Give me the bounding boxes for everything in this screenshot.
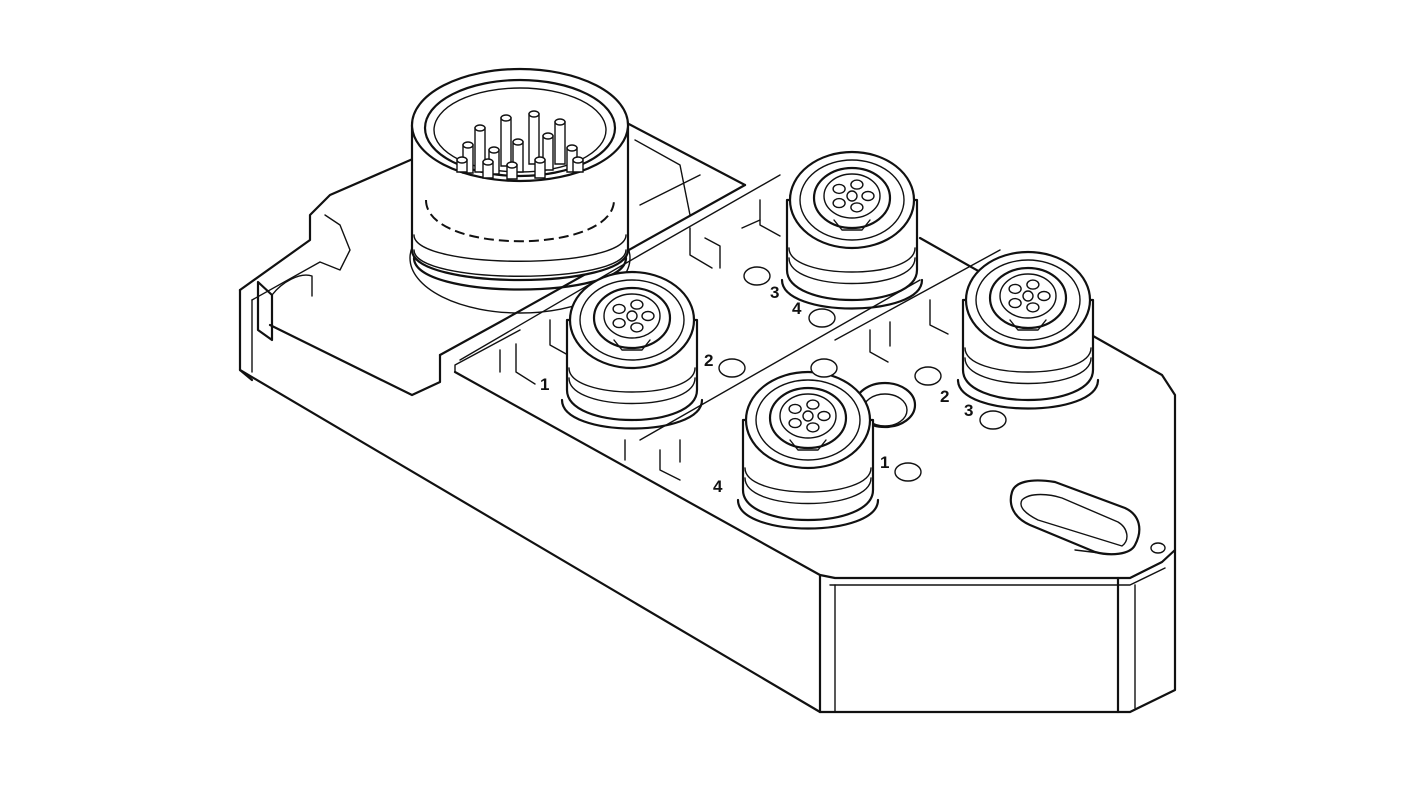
- port-1-label-b: 4: [792, 299, 802, 318]
- m23-male-multipin-connector-icon: [409, 67, 631, 314]
- port-4: 1 4: [713, 358, 922, 530]
- port-1: 3 4: [743, 150, 924, 328]
- port-2-label-a: 2: [704, 351, 713, 370]
- port-3: 2 3: [914, 250, 1100, 430]
- port-1-label-a: 3: [770, 283, 779, 302]
- port-2: 2 1: [540, 270, 746, 430]
- m12-female-socket-icon: [736, 370, 880, 530]
- port-group: 3 4 2 1 2 3 1 4: [540, 150, 1100, 530]
- connector-pins: [456, 110, 584, 180]
- main-connector: [409, 67, 631, 314]
- port-4-label-b: 4: [713, 477, 723, 496]
- port-2-label-b: 1: [540, 375, 549, 394]
- port-3-label-b: 3: [964, 401, 973, 420]
- port-3-label-a: 2: [940, 387, 949, 406]
- m12-female-socket-icon: [780, 150, 924, 310]
- m12-female-socket-icon: [956, 250, 1100, 410]
- m12-female-socket-icon: [560, 270, 704, 430]
- housing: [238, 120, 1177, 714]
- port-4-label-a: 1: [880, 453, 889, 472]
